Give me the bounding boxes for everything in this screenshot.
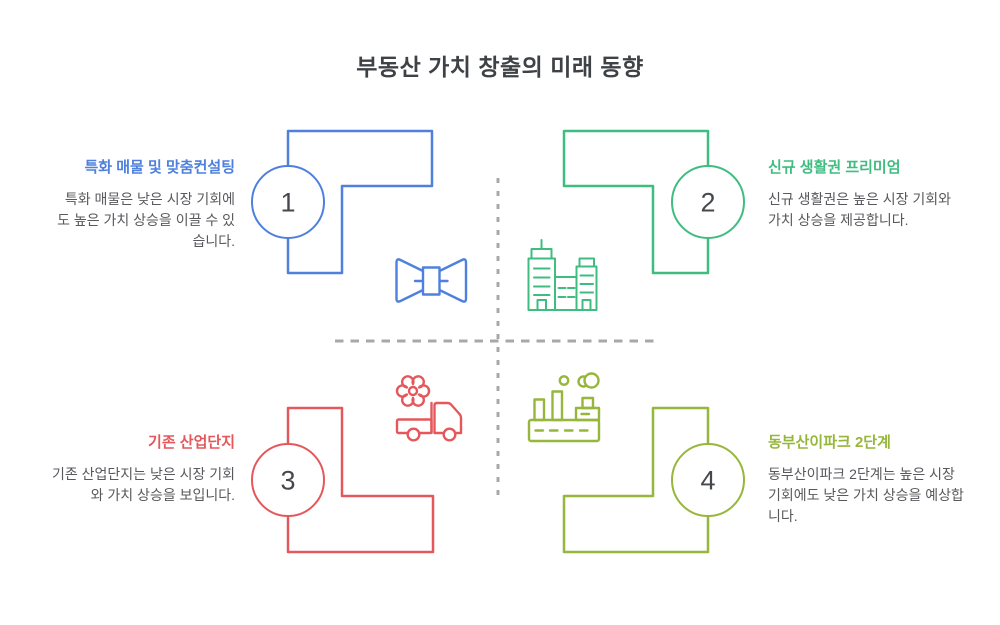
flower-truck-icon xyxy=(395,375,463,442)
quadrant-3-description: 기존 산업단지는 낮은 시장 기회와 가치 상승을 보입니다. xyxy=(52,466,235,503)
quadrant-3-graphic: 3 xyxy=(251,375,463,554)
page-title: 부동산 가치 창출의 미래 동향 xyxy=(356,54,644,80)
quadrant-4-graphic: 4 xyxy=(527,372,745,554)
quadrant-4-shape xyxy=(562,406,710,554)
quadrant-4-number: 4 xyxy=(700,466,715,496)
quadrant-3-heading: 기존 산업단지 xyxy=(148,434,235,451)
quadrant-4-number-circle xyxy=(671,443,745,517)
quadrant-2-text: 신규 생활권 프리미엄 신규 생활권은 높은 시장 기회와 가치 상승을 제공합… xyxy=(768,158,958,231)
quadrant-1-heading: 특화 매물 및 맞춤컨설팅 xyxy=(84,159,235,176)
buildings-icon xyxy=(527,239,598,311)
quadrant-3-number: 3 xyxy=(280,466,295,496)
quadrant-3-shape xyxy=(286,406,435,554)
quadrant-1-shape xyxy=(286,129,434,275)
quadrant-1-text: 특화 매물 및 맞춤컨설팅 특화 매물은 낮은 시장 기회에도 높은 가치 상승… xyxy=(53,158,235,252)
quadrant-2-description: 신규 생활권은 높은 시장 기회와 가치 상승을 제공합니다. xyxy=(768,191,951,228)
quadrant-2-graphic: 2 xyxy=(527,129,745,311)
quadrant-1-graphic: 1 xyxy=(251,129,468,303)
quadrant-1-description: 특화 매물은 낮은 시장 기회에도 높은 가치 상승을 이끌 수 있습니다. xyxy=(57,191,235,249)
factory-icon xyxy=(527,372,601,443)
quadrant-2-number: 2 xyxy=(700,188,715,218)
quadrant-1-number: 1 xyxy=(280,188,295,218)
quadrant-4-heading: 동부산이파크 2단계 xyxy=(768,434,891,451)
quadrant-3-number-circle xyxy=(251,443,325,517)
quadrant-2-shape xyxy=(562,129,710,275)
quadrant-4-description: 동부산이파크 2단계는 높은 시장 기회에도 낮은 가치 상승을 예상합니다. xyxy=(768,466,964,524)
quadrant-4-text: 동부산이파크 2단계 동부산이파크 2단계는 높은 시장 기회에도 낮은 가치 … xyxy=(768,433,966,527)
bowtie-icon xyxy=(395,258,468,303)
quadrant-2-heading: 신규 생활권 프리미엄 xyxy=(768,159,901,176)
quadrant-2-number-circle xyxy=(671,165,745,239)
quadrant-3-text: 기존 산업단지 기존 산업단지는 낮은 시장 기회와 가치 상승을 보입니다. xyxy=(48,433,235,506)
quadrant-1-number-circle xyxy=(251,165,325,239)
